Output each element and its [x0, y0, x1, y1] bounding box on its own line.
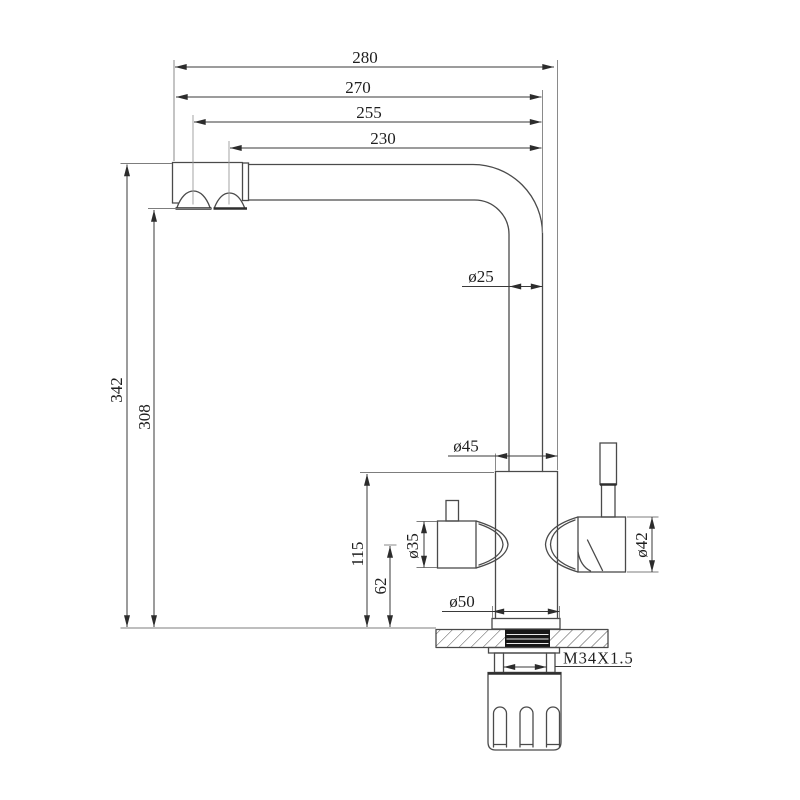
dimension-lines — [120, 60, 659, 670]
extension-lines — [120, 60, 659, 629]
right-handle-body — [577, 516, 627, 573]
countertop — [435, 628, 609, 649]
mounting-hardware — [487, 646, 562, 751]
base-flange — [491, 617, 561, 630]
counter-hatch-right — [550, 629, 608, 648]
dim-base-diameter: ø50 — [449, 592, 475, 611]
mounting-nut — [487, 671, 562, 751]
spout-head — [171, 161, 250, 210]
dim-body-height: 115 — [348, 542, 367, 567]
dim-spout-clearance: 308 — [135, 404, 154, 430]
dim-thread-spec: M34X1.5 — [563, 649, 634, 668]
aerator-left-dome — [176, 190, 211, 209]
left-handle-knob — [445, 499, 460, 522]
faucet-body — [491, 470, 561, 630]
left-handle — [436, 499, 509, 569]
spout-pipe — [247, 163, 544, 473]
dim-handle-center-height: 62 — [371, 578, 390, 595]
spout-head-end-cap — [241, 162, 250, 202]
right-handle-inner-curve — [549, 519, 576, 570]
right-lever-lower — [600, 483, 616, 518]
dimension-labels: 280 270 255 230 342 308 115 62 ø25 ø45 ø… — [107, 48, 651, 668]
dim-pipe-diameter: ø25 — [468, 267, 494, 286]
right-lever-upper — [599, 442, 618, 486]
dim-neck-diameter: ø45 — [453, 437, 479, 456]
dim-width-right-outlet: 230 — [370, 129, 396, 148]
shank-bore-lines — [502, 652, 548, 674]
spout-head-outline — [171, 161, 244, 204]
thread-lines — [506, 634, 549, 644]
right-handle-outer-curve — [544, 516, 579, 573]
body-sides — [494, 470, 559, 620]
dim-right-handle-diameter: ø42 — [632, 532, 651, 558]
dim-overall-height: 342 — [107, 377, 126, 403]
nut-prong-left — [492, 706, 508, 748]
nut-prong-middle — [519, 706, 534, 748]
counter-hatch-left — [436, 629, 505, 648]
dim-width-left-outlet: 255 — [356, 103, 382, 122]
washer — [487, 646, 561, 654]
left-handle-outer-curve — [475, 520, 509, 569]
left-handle-inner-curve — [478, 523, 504, 566]
aerator-right-dome — [213, 192, 246, 209]
dim-overall-width: 280 — [352, 48, 378, 67]
right-handle — [544, 442, 627, 573]
right-handle-detail — [577, 539, 604, 572]
nut-prong-right — [545, 706, 561, 748]
dim-width-to-pipe: 270 — [345, 78, 371, 97]
spout-pipe-outer — [247, 163, 544, 473]
dim-left-handle-diameter: ø35 — [403, 533, 422, 559]
spout-pipe-inner — [247, 199, 510, 473]
thread-through-deck — [505, 629, 550, 647]
left-handle-body — [436, 520, 477, 569]
